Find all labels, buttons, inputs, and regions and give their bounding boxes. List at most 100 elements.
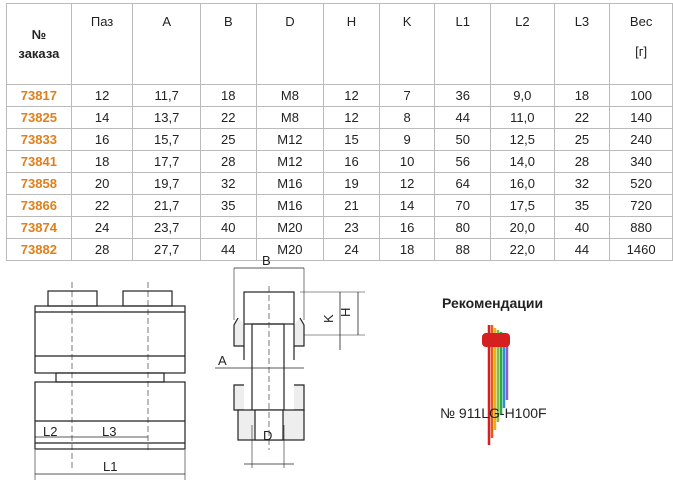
table-cell: 7 <box>378 84 436 107</box>
table-cell: 32 <box>199 172 257 195</box>
table-cell: 25 <box>553 128 611 151</box>
table-cell: 10 <box>378 150 436 173</box>
table-cell: 22 <box>70 194 134 217</box>
table-cell: 21,7 <box>132 194 201 217</box>
table-cell: 15 <box>323 128 380 151</box>
recommendation-title: Рекомендации <box>442 295 544 311</box>
table-cell: 18 <box>199 84 257 107</box>
table-cell: 35 <box>553 194 611 217</box>
order-number: 73874 <box>6 216 72 239</box>
table-cell: 520 <box>609 172 673 195</box>
section-view <box>215 267 365 468</box>
table-cell: M20 <box>255 238 325 261</box>
table-cell: 24 <box>323 238 380 261</box>
column-header: D <box>255 3 325 85</box>
table-cell: 16,0 <box>490 172 555 195</box>
table-cell: 23 <box>323 216 380 239</box>
dim-a: A <box>218 353 227 368</box>
table-cell: 12 <box>70 84 134 107</box>
table-cell: 18 <box>70 150 134 173</box>
dim-h: H <box>338 308 353 317</box>
table-cell: 12 <box>323 106 380 129</box>
table-cell: 50 <box>434 128 492 151</box>
table-cell: 8 <box>378 106 436 129</box>
table-cell: 80 <box>434 216 492 239</box>
table-cell: M20 <box>255 216 325 239</box>
dim-d: D <box>263 428 272 443</box>
dim-b: B <box>262 253 271 268</box>
table-cell: M8 <box>255 106 325 129</box>
dim-l2: L2 <box>43 424 57 439</box>
table-cell: 1460 <box>609 238 673 261</box>
table-cell: 720 <box>609 194 673 217</box>
order-number: 73833 <box>6 128 72 151</box>
table-cell: 22 <box>553 106 611 129</box>
table-cell: 20,0 <box>490 216 555 239</box>
table-cell: 21 <box>323 194 380 217</box>
column-header: Вес[г] <box>609 3 673 85</box>
table-cell: 9,0 <box>490 84 555 107</box>
table-cell: 14 <box>378 194 436 217</box>
table-cell: 22,0 <box>490 238 555 261</box>
order-number: 73882 <box>6 238 72 261</box>
column-header: A <box>132 3 201 85</box>
table-cell: 100 <box>609 84 673 107</box>
table-cell: 25 <box>199 128 257 151</box>
table-cell: M12 <box>255 150 325 173</box>
table-cell: 44 <box>434 106 492 129</box>
table-cell: M12 <box>255 128 325 151</box>
table-cell: 12,5 <box>490 128 555 151</box>
dim-l3: L3 <box>102 424 116 439</box>
recommended-part-number: № 911LG-H100F <box>440 405 547 421</box>
order-number: 73817 <box>6 84 72 107</box>
table-cell: 28 <box>199 150 257 173</box>
table-cell: 44 <box>553 238 611 261</box>
column-header: L1 <box>434 3 492 85</box>
table-cell: M8 <box>255 84 325 107</box>
table-cell: 64 <box>434 172 492 195</box>
table-cell: 27,7 <box>132 238 201 261</box>
table-cell: 16 <box>70 128 134 151</box>
table-cell: 20 <box>70 172 134 195</box>
allen-key-set-image <box>482 325 510 445</box>
table-cell: 16 <box>323 150 380 173</box>
column-header: K <box>378 3 436 85</box>
table-cell: 22 <box>199 106 257 129</box>
table-cell: 11,0 <box>490 106 555 129</box>
table-cell: 14,0 <box>490 150 555 173</box>
table-cell: 13,7 <box>132 106 201 129</box>
table-cell: 9 <box>378 128 436 151</box>
table-cell: 40 <box>553 216 611 239</box>
side-view <box>34 282 186 480</box>
table-cell: 14 <box>70 106 134 129</box>
table-cell: 88 <box>434 238 492 261</box>
table-cell: 23,7 <box>132 216 201 239</box>
column-header: Паз <box>70 3 134 85</box>
table-cell: 18 <box>553 84 611 107</box>
column-header: B <box>199 3 257 85</box>
table-cell: 12 <box>378 172 436 195</box>
order-number: 73841 <box>6 150 72 173</box>
table-cell: 11,7 <box>132 84 201 107</box>
table-cell: 19,7 <box>132 172 201 195</box>
table-cell: 15,7 <box>132 128 201 151</box>
table-cell: 35 <box>199 194 257 217</box>
column-header: L2 <box>490 3 555 85</box>
order-number: 73858 <box>6 172 72 195</box>
table-cell: M16 <box>255 194 325 217</box>
table-cell: 44 <box>199 238 257 261</box>
table-cell: 17,7 <box>132 150 201 173</box>
column-header: H <box>323 3 380 85</box>
table-cell: 28 <box>553 150 611 173</box>
table-cell: 240 <box>609 128 673 151</box>
table-cell: 18 <box>378 238 436 261</box>
table-cell: 19 <box>323 172 380 195</box>
dim-l1: L1 <box>103 459 117 474</box>
